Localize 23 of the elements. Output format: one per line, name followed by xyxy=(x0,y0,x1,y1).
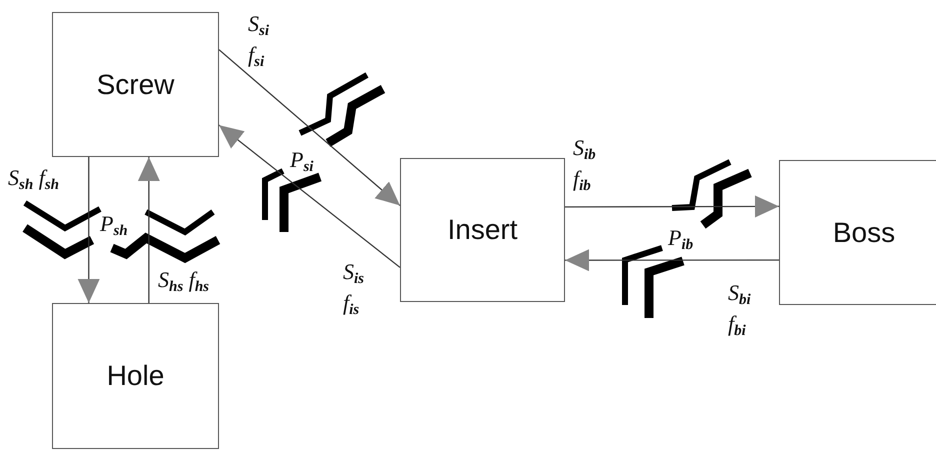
component-name: Hole xyxy=(106,360,164,392)
arrow xyxy=(78,157,100,303)
port-label: P$_{ib}$ xyxy=(668,226,694,255)
arrow xyxy=(218,124,400,268)
component-box xyxy=(52,303,219,449)
arrow xyxy=(565,249,779,272)
component-name: Insert xyxy=(447,214,518,246)
arrow xyxy=(565,195,779,218)
edge-label: S$_{is}$ f$_{is}$ xyxy=(343,260,366,320)
edge-label: S$_{hs}$ f$_{hs}$ xyxy=(158,268,210,297)
component-name: Screw xyxy=(96,68,174,100)
edge-label: S$_{bi}$ f$_{bi}$ xyxy=(728,281,752,341)
component-box xyxy=(52,12,219,157)
arrow xyxy=(218,49,400,206)
component-box xyxy=(400,158,565,302)
arrow xyxy=(138,157,160,303)
edge-label: S$_{si}$ f$_{si}$ xyxy=(248,12,270,72)
edge-label: S$_{sh}$ f$_{sh}$ xyxy=(8,166,60,195)
port-label: P$_{sh}$ xyxy=(100,212,128,241)
port-label: P$_{si}$ xyxy=(290,148,314,177)
component-box xyxy=(779,160,936,305)
component-name: Boss xyxy=(832,216,896,248)
edge-label: S$_{ib}$ f$_{ib}$ xyxy=(573,136,597,196)
